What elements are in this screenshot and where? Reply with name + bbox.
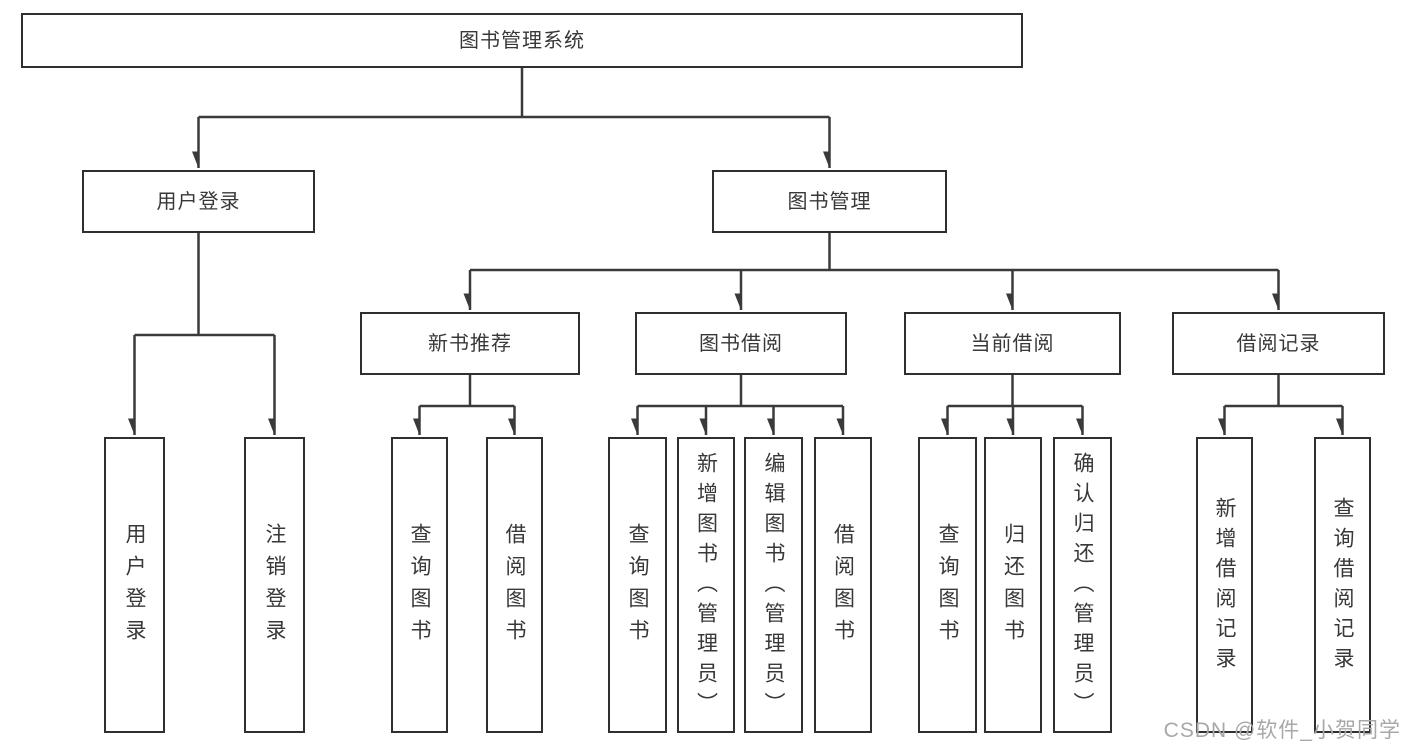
node-leaf-add-books-admin: 新增图书（管理员）: [677, 437, 735, 733]
node-borrow-records: 借阅记录: [1172, 312, 1385, 375]
node-leaf-query-books-current: 查询图书: [918, 437, 977, 733]
node-leaf-query-books-borrow: 查询图书: [608, 437, 667, 733]
node-leaf-return-books: 归还图书: [984, 437, 1042, 733]
node-book-management: 图书管理: [712, 170, 947, 233]
node-user-login: 用户登录: [82, 170, 315, 233]
node-leaf-edit-books-admin: 编辑图书（管理员）: [744, 437, 803, 733]
node-leaf-query-books-recommend: 查询图书: [391, 437, 448, 733]
node-leaf-query-borrow-record: 查询借阅记录: [1314, 437, 1371, 733]
node-leaf-borrow-books: 借阅图书: [814, 437, 872, 733]
node-book-borrow: 图书借阅: [635, 312, 847, 375]
node-leaf-confirm-return-admin: 确认归还（管理员）: [1053, 437, 1112, 733]
node-new-book-recommend: 新书推荐: [360, 312, 580, 375]
csdn-watermark: CSDN @软件_小贺同学: [1163, 719, 1401, 742]
node-library-system: 图书管理系统: [21, 13, 1023, 68]
node-leaf-user-login: 用户登录: [104, 437, 165, 733]
node-leaf-add-borrow-record: 新增借阅记录: [1196, 437, 1253, 733]
node-leaf-logout: 注销登录: [244, 437, 305, 733]
node-leaf-borrow-books-recommend: 借阅图书: [486, 437, 543, 733]
node-current-borrow: 当前借阅: [904, 312, 1121, 375]
